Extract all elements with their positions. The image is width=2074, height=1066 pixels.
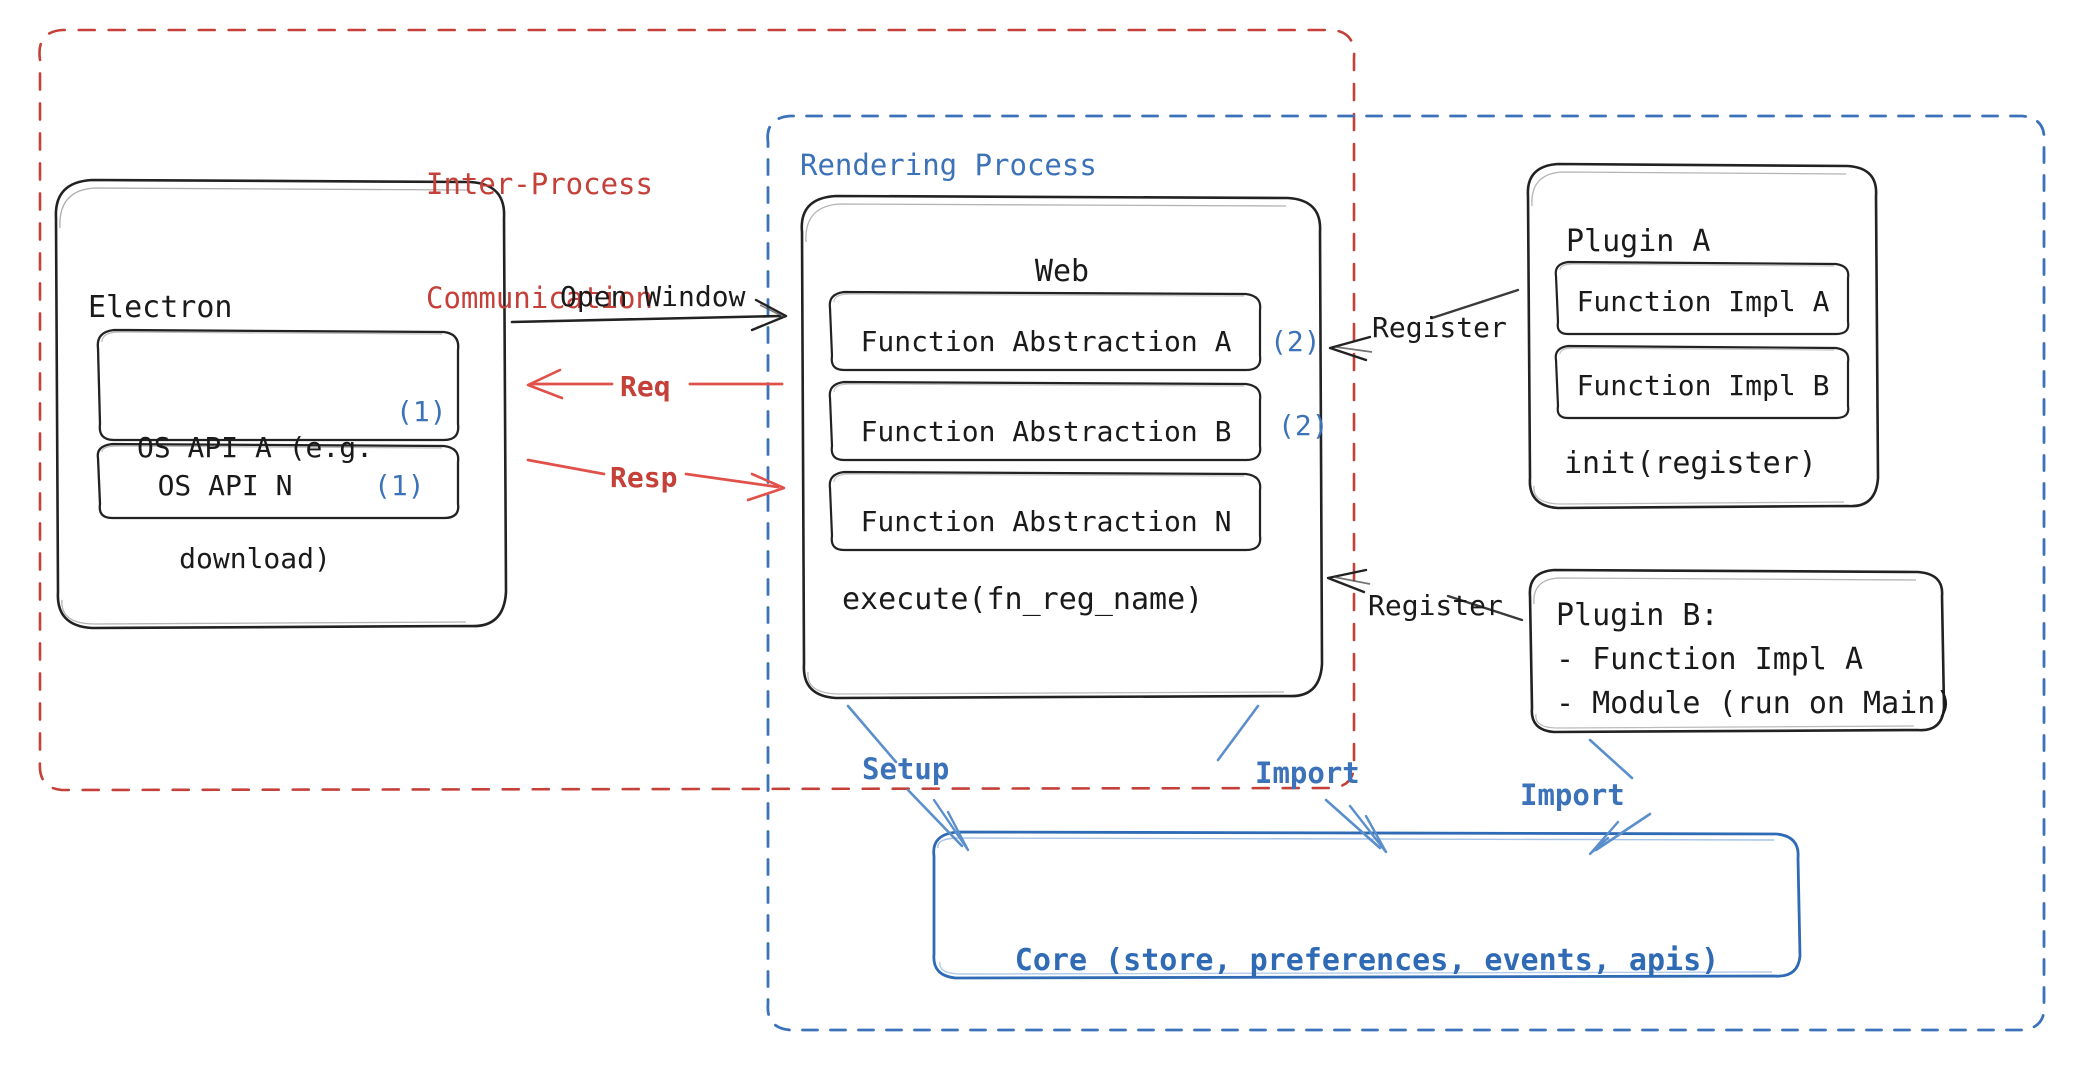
electron-title: Electron [88,290,233,325]
register-a-label: Register [1372,311,1507,344]
setup-label: Setup [862,752,950,786]
os-api-a-line1: OS API A (e.g. [136,430,373,464]
function-abstraction-b-label: Function Abstraction B [860,415,1232,448]
function-abstraction-a-label: Function Abstraction A [860,325,1232,358]
req-label: Req [620,370,671,403]
plugin-a-title: Plugin A [1566,224,1711,259]
ipc-group-label: Inter-Process Communication [426,88,653,394]
register-b-label: Register [1368,589,1503,622]
os-api-a-marker: (1) [396,395,447,428]
os-api-n-marker: (1) [374,469,425,502]
ipc-group-label-line2: Communication [426,281,653,316]
function-abstraction-n-label: Function Abstraction N [860,505,1232,538]
function-impl-a-label: Function Impl A [1576,285,1830,318]
plugin-a-init-label: init(register) [1564,446,1817,481]
web-title: Web [1034,254,1090,289]
function-abstraction-a-marker: (2) [1270,325,1321,358]
plugin-b-item-0: - Function Impl A [1556,642,1864,677]
rendering-group-label: Rendering Process [800,148,1097,182]
open-window-label: Open Window [560,280,746,313]
import-web-label: Import [1255,756,1360,790]
core-line-2: - OS APIs (1) [934,1060,1800,1066]
plugin-b-item-1: - Module (run on Main) [1556,686,1954,721]
function-abstraction-b-marker: (2) [1278,409,1329,442]
os-api-n-label: OS API N [157,469,293,502]
ipc-group-label-line1: Inter-Process [426,166,653,201]
os-api-a-line2: download) [179,541,331,575]
web-execute-label: execute(fn_reg_name) [842,582,1204,617]
core-text: Core (store, preferences, events, apis) … [934,862,1800,1066]
function-impl-b-label: Function Impl B [1576,369,1830,402]
import-plugin-label: Import [1520,778,1625,812]
core-line-1: Core (store, preferences, events, apis) [1014,943,1720,979]
os-api-a-label: OS API A (e.g. download) [110,356,400,652]
plugin-b-title: Plugin B: [1556,598,1719,633]
resp-label: Resp [610,461,678,494]
